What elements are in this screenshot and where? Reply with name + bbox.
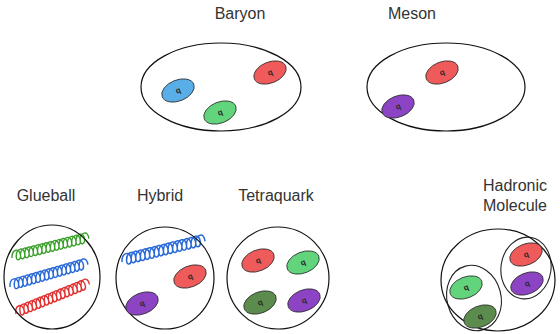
quark: q <box>377 89 419 124</box>
quark: q <box>282 245 324 280</box>
hadron-outline: Baryonqqq <box>140 42 302 132</box>
quark-label: q <box>169 259 211 294</box>
hadron-name: Hybrid <box>137 186 183 206</box>
quark: q <box>199 95 241 130</box>
hadron-name: Glueball <box>17 186 76 206</box>
quark: q <box>505 237 547 272</box>
molecule-inner-right <box>497 234 555 302</box>
hadron-outline: Hybridqq <box>115 226 215 330</box>
quark-label: q <box>199 95 241 130</box>
hadron-name: Tetraquark <box>238 186 314 206</box>
quark: q <box>445 270 487 305</box>
quark: q <box>237 243 279 278</box>
hadron-ellipse <box>226 226 330 330</box>
quark: q <box>249 55 291 90</box>
quark-label: q <box>249 55 291 90</box>
hadron-ellipse <box>3 224 101 330</box>
quark-label: q <box>237 243 279 278</box>
quark-label: q <box>377 89 419 124</box>
quark: q <box>283 283 325 318</box>
quark: q <box>121 286 163 321</box>
hadron-outline: Mesonqq <box>366 42 526 132</box>
quark-label: q <box>459 299 501 334</box>
hadron-name: Hadronic Molecule <box>475 176 555 216</box>
quark-label: q <box>421 55 463 90</box>
quark-label: q <box>445 270 487 305</box>
hadron-ellipse <box>366 42 526 132</box>
quark: q <box>157 73 199 108</box>
quark-label: q <box>506 266 548 301</box>
quark-label: q <box>505 237 547 272</box>
hadron-name: Baryon <box>215 4 266 24</box>
quark-label: q <box>239 285 281 320</box>
quark: q <box>459 299 501 334</box>
quark: q <box>239 285 281 320</box>
hadron-outline: Tetraquarkqqqq <box>226 226 330 330</box>
quark-label: q <box>283 283 325 318</box>
quark: q <box>506 266 548 301</box>
hadron-name: Meson <box>388 4 436 24</box>
gluon-red <box>14 278 91 317</box>
hadron-outline: Glueball <box>3 224 101 330</box>
quark-label: q <box>282 245 324 280</box>
hadron-outline: Hadronic Moleculeqqqq <box>440 228 556 332</box>
quark-label: q <box>121 286 163 321</box>
quark: q <box>169 259 211 294</box>
quark: q <box>421 55 463 90</box>
molecule-inner-left <box>439 259 508 334</box>
quark-label: q <box>157 73 199 108</box>
